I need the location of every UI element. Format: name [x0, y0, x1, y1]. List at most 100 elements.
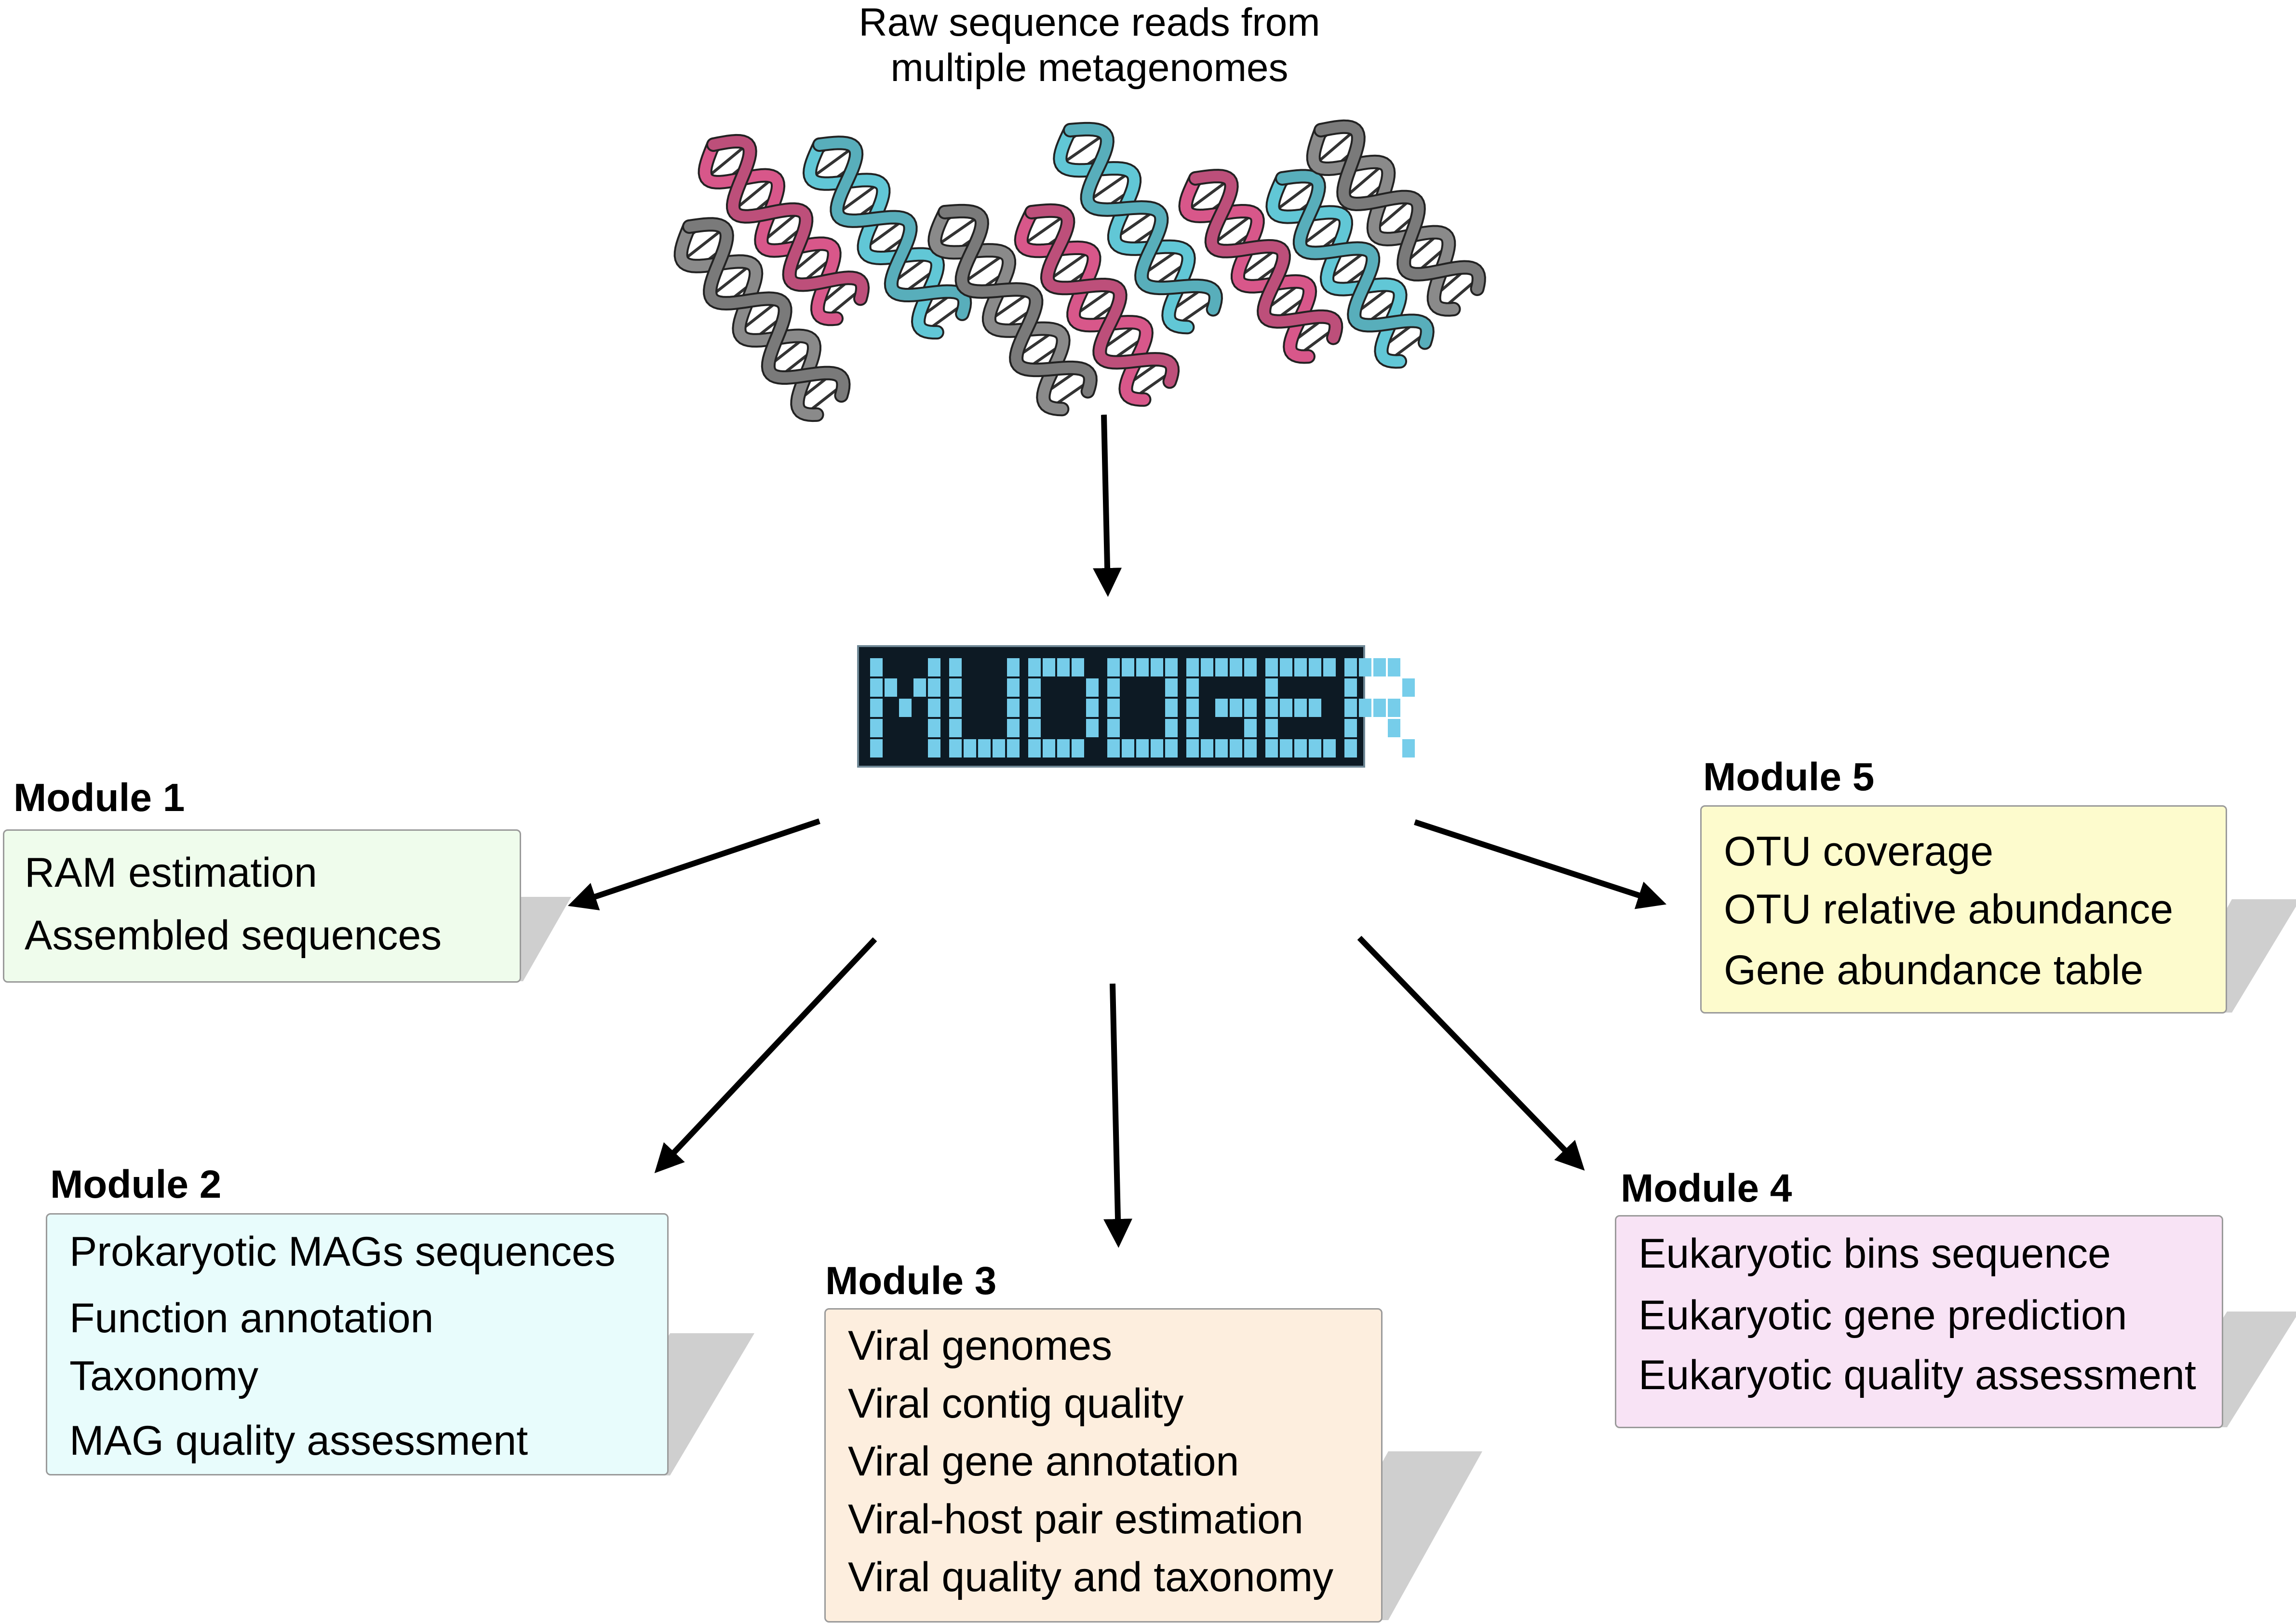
logo-pixel [1151, 739, 1163, 757]
module3-title: Module 3 [825, 1259, 997, 1303]
logo-pixel [1165, 699, 1178, 717]
logo-pixel [1309, 699, 1321, 717]
logo-pixel [870, 658, 883, 676]
logo-pixel [1028, 739, 1041, 757]
logo-pixel [899, 699, 912, 717]
logo-pixel [1359, 658, 1371, 676]
logo-pixel [1265, 719, 1278, 737]
logo-pixel [1057, 658, 1070, 676]
dna-base-pair [710, 263, 753, 298]
logo-pixel [1265, 678, 1278, 697]
logo-pixel [1122, 658, 1134, 676]
module3-item: Viral gene annotation [848, 1438, 1239, 1485]
module2-item: MAG quality assessment [69, 1418, 528, 1464]
dna-base-pair [1021, 213, 1067, 247]
dna-base-pair [705, 143, 749, 179]
logo-pixel [949, 658, 962, 676]
arrow-to-module3 [1103, 983, 1133, 1248]
logo-pixel [1107, 658, 1120, 676]
logo-pixel [1265, 739, 1278, 757]
logo-pixel [1309, 658, 1321, 676]
module3-item: Viral quality and taxonomy [848, 1554, 1334, 1600]
logo-pixel [1230, 739, 1242, 757]
module4-item: Eukaryotic bins sequence [1638, 1231, 2111, 1277]
logo-pixel [1107, 678, 1120, 697]
logo-pixel [928, 678, 940, 697]
flow-arrows [567, 414, 1667, 1248]
module2-item: Taxonomy [69, 1353, 258, 1399]
logo-pixel [1402, 739, 1415, 757]
logo-pixel [1186, 678, 1199, 697]
logo-pixel [1323, 739, 1336, 757]
logo-pixel [1186, 658, 1199, 676]
dna-strand [1277, 171, 1433, 348]
logo-pixel [1323, 658, 1336, 676]
module4-title: Module 4 [1621, 1166, 1792, 1210]
logo-pixel [993, 739, 1005, 757]
dna-base-pair [810, 146, 855, 179]
logo-pixel [1107, 699, 1120, 717]
dna-strand [940, 205, 1096, 397]
logo-pixel [1028, 678, 1041, 697]
arrow-to-module4 [1357, 935, 1585, 1171]
logo-pixel [1388, 699, 1400, 717]
logo-pixel [870, 699, 883, 717]
logo-pixel [1244, 658, 1257, 676]
module3-item: Viral genomes [848, 1323, 1113, 1369]
dna-base-pair [1343, 162, 1385, 199]
module1-box: RAM estimation Assembled sequences [3, 829, 521, 983]
logo-pixel [1186, 719, 1199, 737]
logo-pixel [1165, 658, 1178, 676]
logo-pixel [949, 739, 962, 757]
logo-pixel [1107, 739, 1120, 757]
dna-helices [673, 119, 1486, 422]
module2-item: Function annotation [69, 1295, 434, 1341]
module4-box: Eukaryotic bins sequence Eukaryotic gene… [1615, 1215, 2223, 1428]
module2-item: Prokaryotic MAGs sequences [69, 1229, 616, 1275]
logo-pixel [1344, 719, 1357, 737]
logo-pixel [1280, 699, 1292, 717]
logo-pixel [1244, 719, 1257, 737]
logo-pixel [1201, 739, 1213, 757]
arrow-input-to-mudoger [1093, 414, 1122, 597]
module5-item: OTU coverage [1724, 828, 1994, 875]
logo-pixel [928, 739, 940, 757]
logo-pixel [1165, 739, 1178, 757]
logo-pixel [1007, 719, 1020, 737]
logo-pixel [1043, 658, 1055, 676]
dna-base-pair [681, 227, 725, 262]
logo-pixel [1388, 658, 1400, 676]
logo-pixel [1007, 699, 1020, 717]
logo-pixel [1388, 719, 1400, 737]
logo-pixel [1028, 699, 1041, 717]
logo-pixel [1186, 739, 1199, 757]
dna-base-pair [1186, 178, 1230, 213]
logo-pixel [1007, 739, 1020, 757]
logo-pixel [1165, 719, 1178, 737]
logo-pixel [1057, 739, 1070, 757]
dna-strand [814, 137, 970, 319]
logo-pixel [1215, 658, 1228, 676]
logo-pixel [1373, 658, 1386, 676]
logo-pixel [1072, 739, 1084, 757]
logo-pixel [885, 678, 897, 697]
logo-pixel [1294, 658, 1307, 676]
logo-pixel [1230, 699, 1242, 717]
module4-item: Eukaryotic quality assessment [1638, 1352, 2196, 1398]
dna-base-pair [935, 215, 980, 247]
logo-pixel [1028, 658, 1041, 676]
logo-pixel [870, 678, 883, 697]
logo-pixel [949, 678, 962, 697]
dna-base-pair [1314, 128, 1356, 166]
arrow-to-module5 [1414, 819, 1667, 909]
logo-pixel [1072, 658, 1084, 676]
module3-box: Viral genomes Viral contig quality Viral… [824, 1308, 1383, 1623]
dna-base-pair [733, 176, 775, 212]
dna-base-pair [961, 252, 1007, 285]
dna-base-pair [1299, 214, 1343, 247]
logo-pixel [978, 739, 991, 757]
logo-pixel [1043, 739, 1055, 757]
logo-pixel [949, 719, 962, 737]
logo-pixel [1165, 678, 1178, 697]
